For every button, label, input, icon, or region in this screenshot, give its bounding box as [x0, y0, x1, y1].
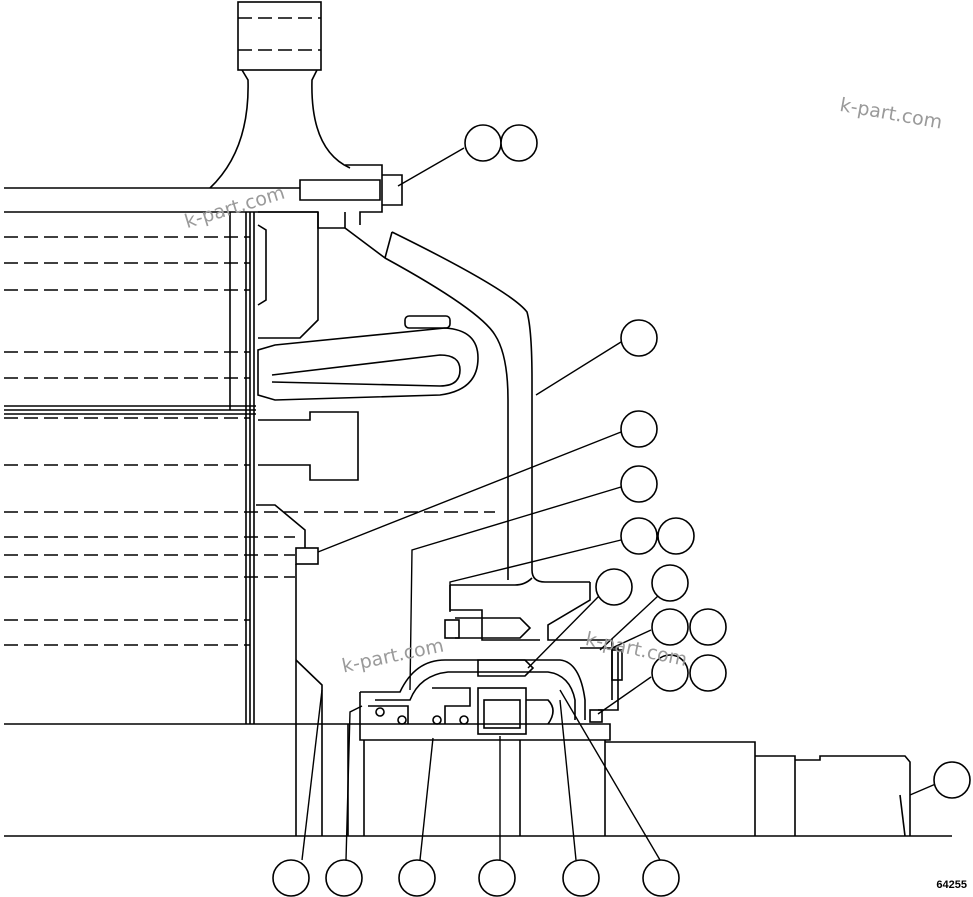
callout-circle [325, 859, 363, 897]
callout-circle [689, 608, 727, 646]
hidden-lines [4, 236, 495, 646]
callout-circle [657, 517, 695, 555]
callout-circle [651, 654, 689, 692]
base-shaft [4, 723, 952, 837]
pump-housing [359, 577, 623, 724]
leader-lines [301, 147, 939, 861]
callout-circle [620, 410, 658, 448]
callout-circle [272, 859, 310, 897]
callout-circle [689, 654, 727, 692]
callout-circle [651, 608, 689, 646]
seal-assembly [368, 687, 554, 735]
callout-circle [620, 465, 658, 503]
vane-arm [257, 315, 479, 401]
lower-casing [256, 504, 323, 836]
callout-circle [620, 319, 658, 357]
callout-circle [595, 568, 633, 606]
inner-wall [4, 211, 319, 724]
callout-circles [272, 124, 971, 897]
callout-circle [500, 124, 538, 162]
callout-circle [651, 564, 689, 602]
callout-circle [478, 859, 516, 897]
casing-block [258, 411, 359, 481]
callout-circle [464, 124, 502, 162]
callout-circle [642, 859, 680, 897]
conduit [344, 227, 590, 583]
callout-circle [562, 859, 600, 897]
figure-number: 64255 [936, 879, 967, 891]
callout-circle [620, 517, 658, 555]
inlet-cap [209, 1, 351, 189]
callout-circle [398, 859, 436, 897]
callout-circle [933, 761, 971, 799]
